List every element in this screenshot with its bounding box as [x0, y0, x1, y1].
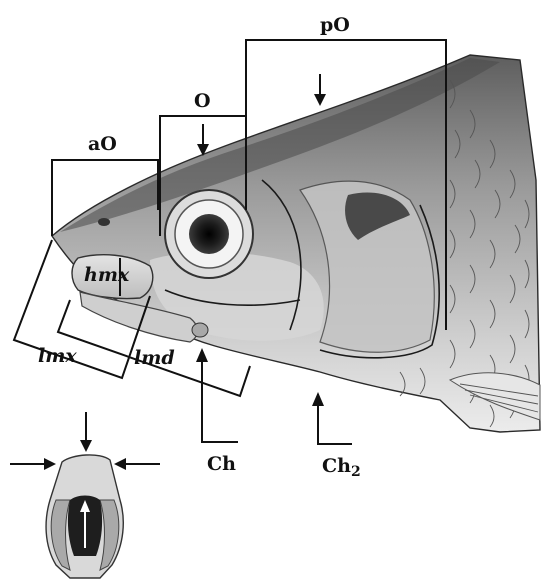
- label-Ch2: Ch2: [322, 455, 361, 480]
- pupil: [189, 214, 229, 254]
- fish-head-illustration: [52, 55, 540, 432]
- Ch2-arrow: [312, 392, 352, 444]
- label-O: O: [194, 90, 211, 112]
- label-aO: aO: [88, 133, 117, 155]
- nostril: [98, 218, 110, 226]
- nape-arrow: [314, 74, 326, 106]
- eye: [165, 190, 253, 278]
- head-depth-arrow-top: [197, 124, 209, 156]
- ventral-view-inset: [10, 412, 160, 578]
- label-Ch2-subscript: 2: [351, 464, 361, 480]
- label-Ch2-base: Ch: [322, 455, 351, 477]
- label-lmx: lmx: [38, 345, 77, 367]
- label-lmd: lmd: [134, 347, 175, 369]
- label-Ch: Ch: [207, 453, 236, 475]
- mouth-corner-knob: [192, 323, 208, 337]
- Ch-arrow: [196, 348, 238, 442]
- label-pO: pO: [320, 14, 350, 36]
- ventral-top-arrow: [80, 412, 92, 452]
- label-hmx: hmx: [84, 264, 130, 286]
